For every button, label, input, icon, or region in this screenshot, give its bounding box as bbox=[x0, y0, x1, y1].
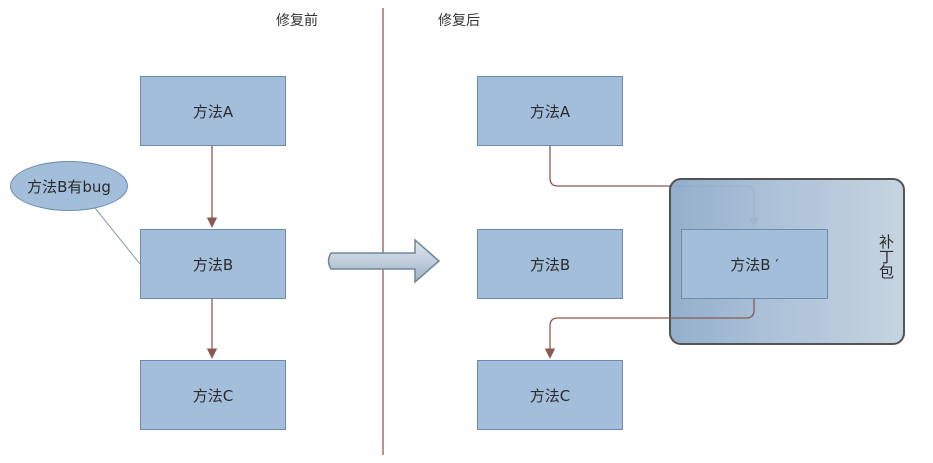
bug-note-pointer bbox=[94, 207, 141, 265]
method-a-box-after: 方法A bbox=[477, 76, 623, 146]
method-b-box-before: 方法B bbox=[140, 229, 286, 299]
method-a-box-before: 方法A bbox=[140, 76, 286, 146]
transition-arrow-icon bbox=[327, 238, 441, 284]
heading-after: 修复后 bbox=[438, 13, 480, 29]
patch-label: 补丁包 bbox=[877, 234, 895, 279]
method-b-patched-box: 方法B ′ bbox=[681, 229, 828, 299]
method-c-box-before: 方法C bbox=[140, 360, 286, 430]
method-b-box-after: 方法B bbox=[477, 229, 623, 299]
method-c-box-after: 方法C bbox=[477, 360, 623, 430]
arrow-patched-b-to-c bbox=[544, 299, 755, 359]
heading-before: 修复前 bbox=[276, 13, 318, 29]
bug-note-bubble: 方法B有bug bbox=[10, 161, 128, 211]
